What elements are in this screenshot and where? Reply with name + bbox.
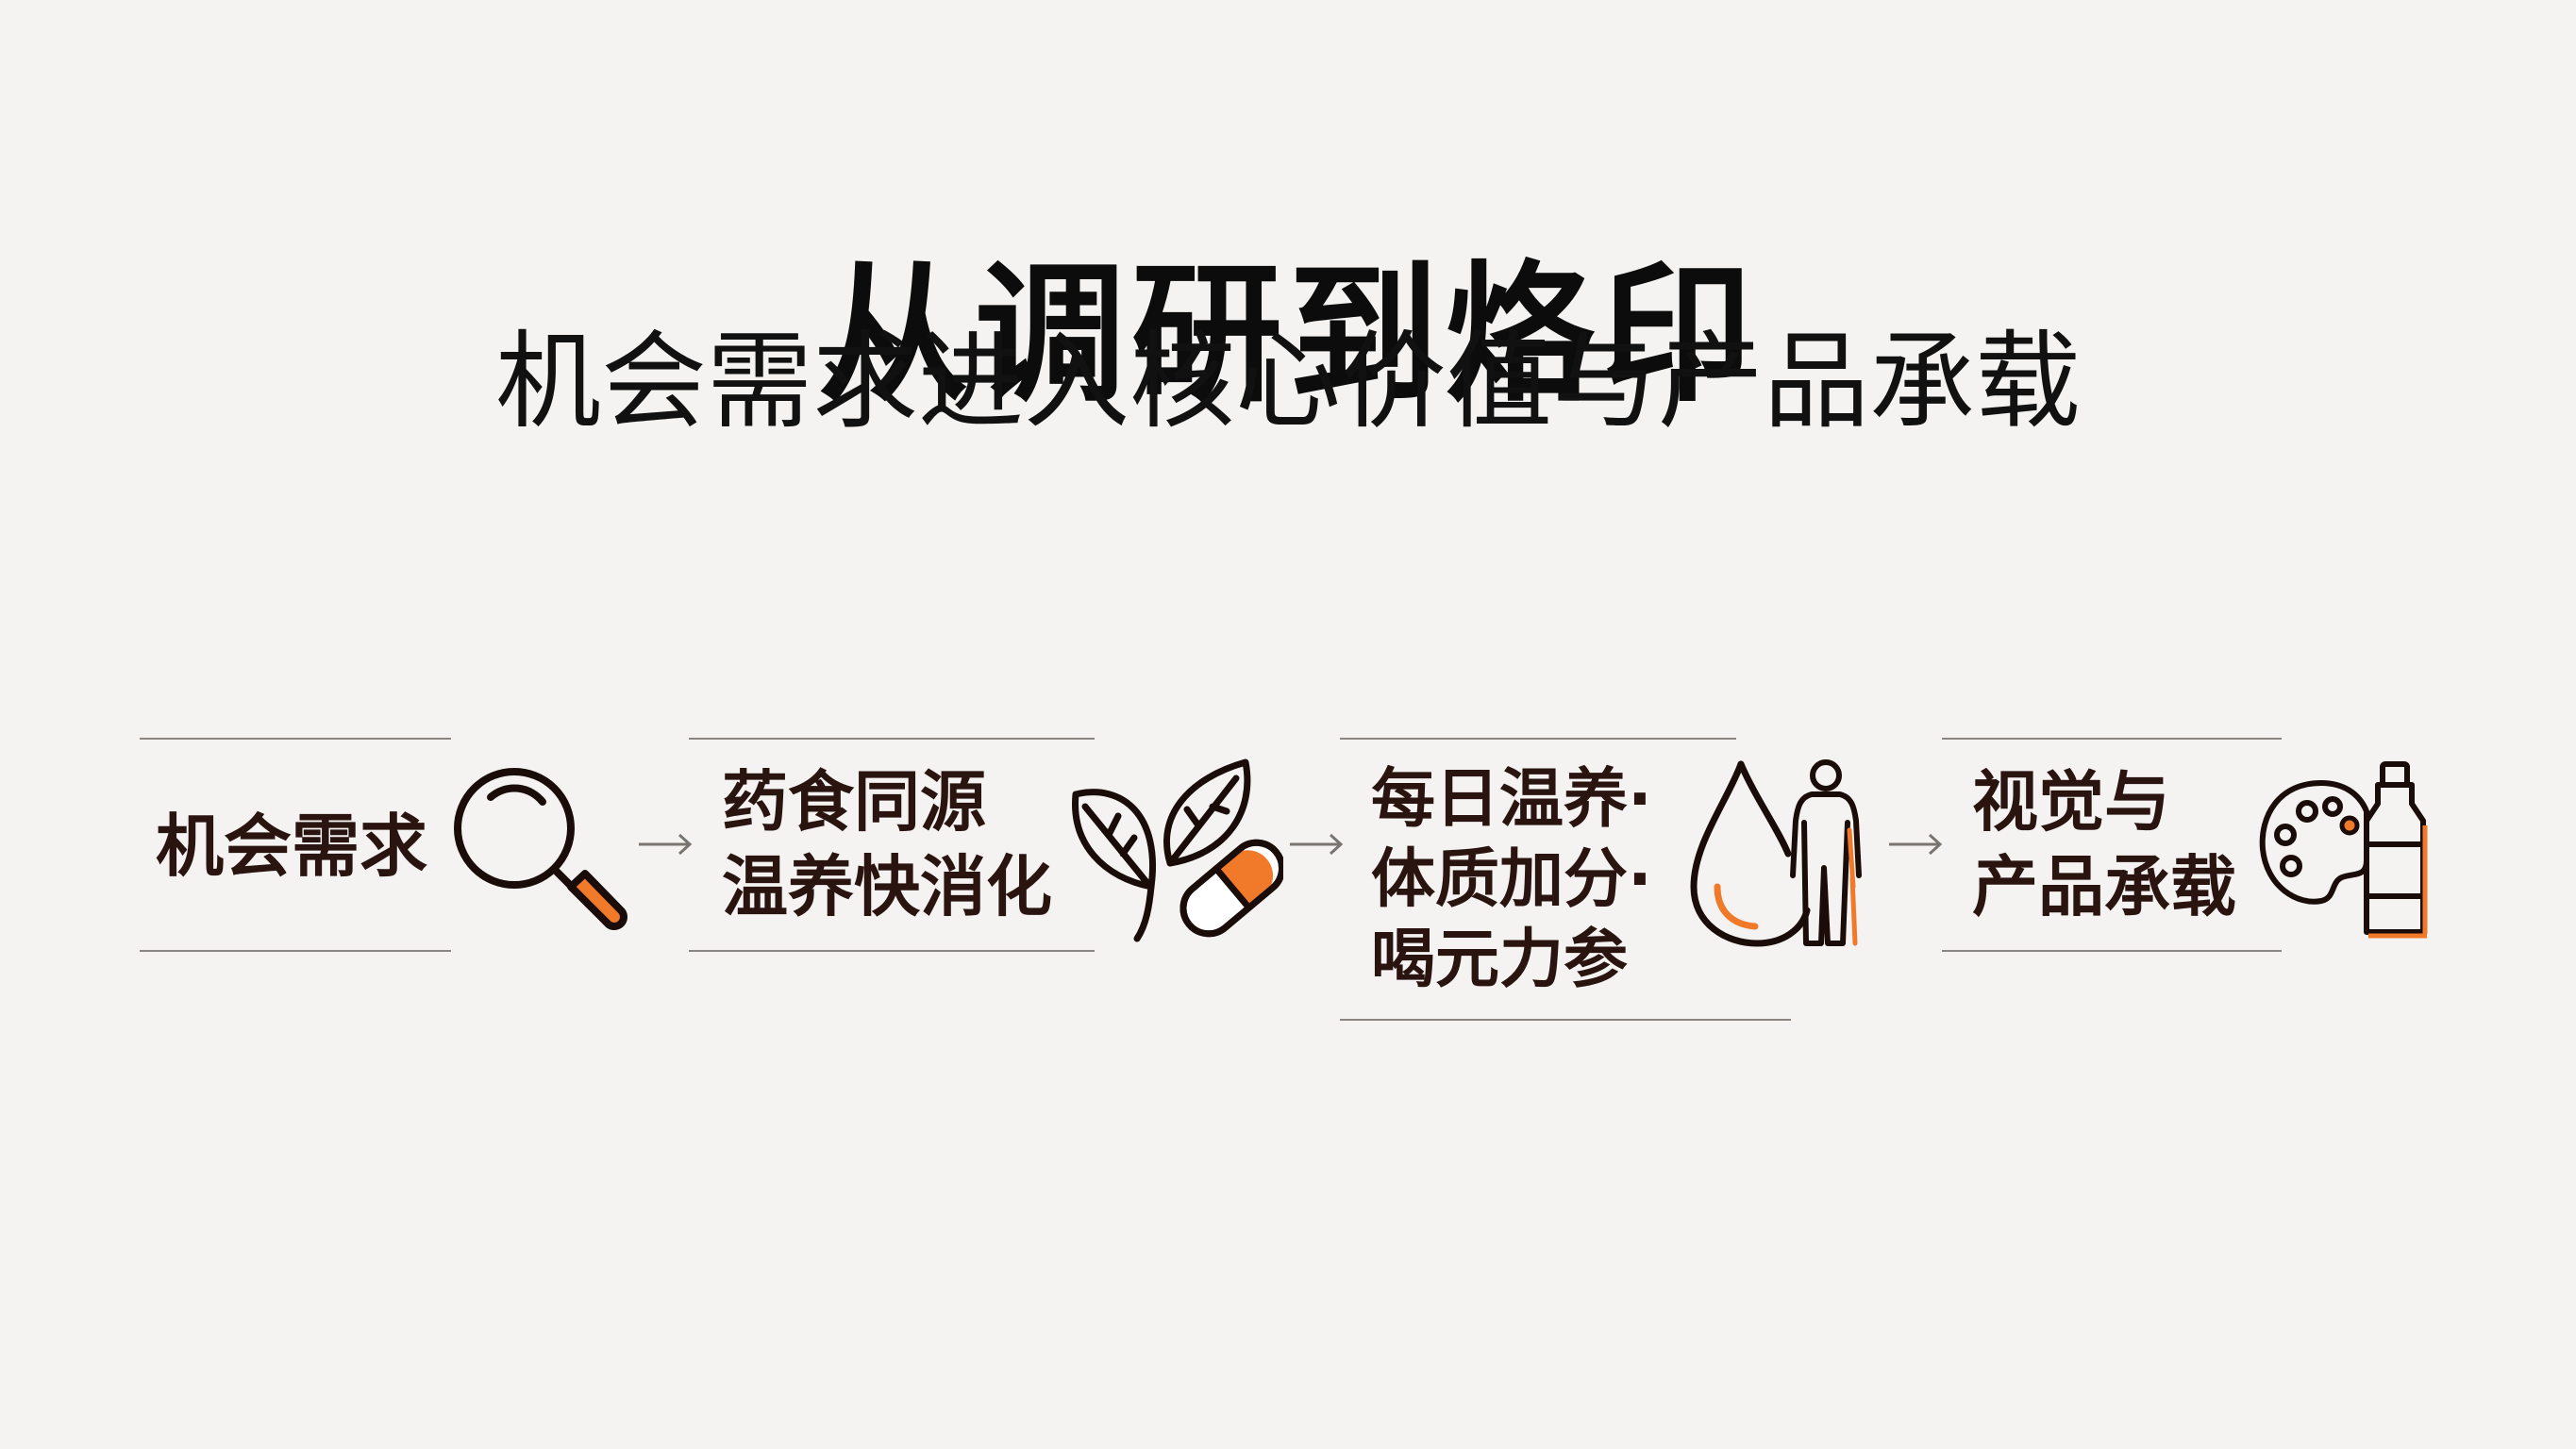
- arrow-right-icon: [1889, 833, 1943, 856]
- arrow-right-icon: [639, 833, 693, 856]
- palette-and-bottle-icon: [2259, 761, 2428, 939]
- divider-bottom: [1942, 950, 2282, 952]
- divider-bottom: [689, 950, 1095, 952]
- step-label: 机会需求: [156, 807, 428, 886]
- divider-top: [140, 738, 451, 740]
- divider-top: [689, 738, 1095, 740]
- page-subtitle: 机会需求进入核心价值与产品承载: [495, 321, 2081, 443]
- divider-top: [1942, 738, 2282, 740]
- divider-bottom: [140, 950, 451, 952]
- leaf-and-capsule-icon: [1072, 758, 1283, 942]
- divider-top: [1340, 738, 1736, 740]
- arrow-right-icon: [1290, 833, 1344, 856]
- step-label: 每日温养· 体质加分· 喝元力参: [1371, 762, 1652, 997]
- step-label: 药食同源 温养快消化: [722, 763, 1052, 925]
- page-title: 从调研到烙印: [817, 246, 1758, 424]
- water-drop-and-human-icon: [1690, 759, 1862, 947]
- magnifying-glass-icon: [454, 768, 627, 930]
- step-label: 视觉与 产品承载: [1972, 763, 2236, 925]
- divider-bottom: [1340, 1019, 1791, 1021]
